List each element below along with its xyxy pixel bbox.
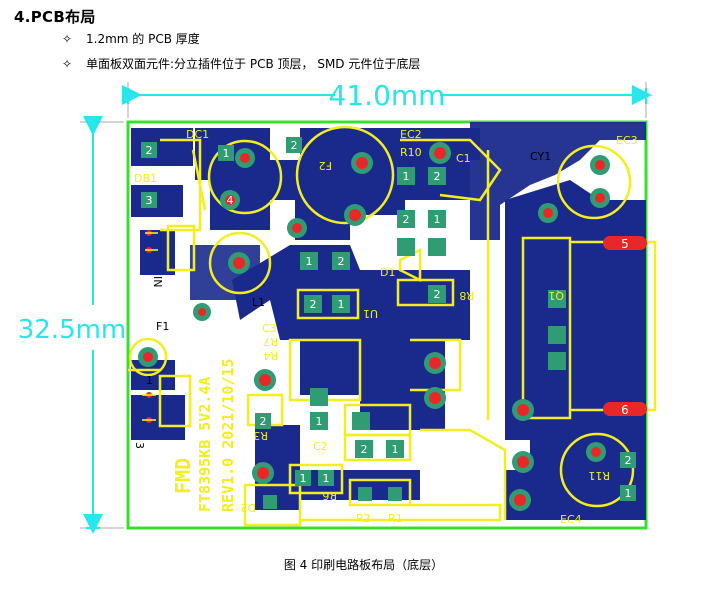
board-revision-text: FMD FT8395KB 5V2.4A REV1.0 2021/10/15: [171, 358, 237, 512]
output-pad-5-label: 5: [621, 237, 629, 251]
designator-r7: R7: [263, 335, 278, 348]
board-brand: FMD: [171, 458, 195, 494]
pad-number: 2: [291, 139, 298, 152]
board-date: REV1.0 2021/10/15: [219, 358, 237, 512]
pad-number: 1: [306, 255, 313, 268]
width-dimension-arrows: [122, 85, 652, 105]
designator-d1: D1: [380, 266, 395, 279]
pad-number: 2: [361, 443, 368, 456]
pad-number: 2: [310, 298, 317, 311]
designator-cy1: CY1: [530, 150, 551, 163]
pad-number: 1: [625, 487, 632, 500]
bullet-text: 1.2mm 的 PCB 厚度: [86, 32, 200, 46]
designator-c3: C3: [262, 322, 277, 335]
designator-db1: DB1: [134, 172, 157, 185]
height-dimension-label: 32.5mm: [18, 315, 127, 345]
designator-f1: F1: [156, 320, 169, 333]
pad-number: 4: [227, 194, 234, 207]
designator-1: 1: [146, 374, 153, 387]
pad-number: 1: [338, 298, 345, 311]
output-pad-6-label: 6: [621, 403, 629, 417]
designator-c1: C1: [456, 152, 471, 165]
pad-number: 1: [300, 472, 307, 485]
designator-r3: R3: [253, 429, 268, 442]
section-heading: 4.PCB布局: [14, 8, 96, 26]
designator-f2: F2: [319, 159, 332, 172]
pad-number: 2: [625, 454, 632, 467]
designator-r1: R1: [388, 512, 403, 525]
pads: [138, 137, 636, 511]
designator-r8: R8: [459, 289, 474, 302]
bullet-item: ✧ 1.2mm 的 PCB 厚度: [62, 30, 200, 47]
pad-number: 2: [403, 213, 410, 226]
board-model: FT8395KB 5V2.4A: [196, 377, 214, 512]
pad-number: 2: [434, 288, 441, 301]
pad-number: 2: [146, 144, 153, 157]
designator-r2: R2: [356, 512, 371, 525]
diamond-bullet-icon: ✧: [62, 32, 73, 46]
pad-number: 3: [146, 194, 153, 207]
designator-r11: R11: [588, 469, 610, 482]
designator-dc1: DC1: [186, 128, 209, 141]
bullet-item: ✧ 单面板双面元件:分立插件位于 PCB 顶层， SMD 元件位于底层: [62, 55, 420, 72]
designator-l1: L1: [252, 296, 265, 309]
width-dimension-label: 41.0mm: [329, 79, 446, 112]
height-dimension-arrows: [83, 116, 103, 534]
diamond-bullet-icon: ✧: [62, 57, 73, 71]
designator-3: 3: [133, 442, 146, 449]
designator-r4: R4: [263, 349, 278, 362]
designator-ec4: EC4: [560, 513, 582, 526]
designator-in: IN: [151, 276, 164, 287]
bullet-text: 单面板双面元件:分立插件位于 PCB 顶层， SMD 元件位于底层: [86, 57, 421, 71]
output-pads: 5 6: [603, 236, 647, 417]
pad-number-labels: 2 3 1 4 2 1 2 2 1 1 2 2 1 2 1 2 1 2 1 2 …: [146, 139, 632, 500]
pad-number: 2: [338, 255, 345, 268]
designator-q1: Q1: [548, 289, 564, 302]
designator-u1: U1: [363, 307, 378, 320]
designator-labels: DC1 DB1 F2 EC2 R10 C1 CY1 EC3 L1 D1 R8 U…: [133, 128, 638, 526]
pad-number: 1: [392, 443, 399, 456]
figure-caption: 图 4 印刷电路板布局（底层）: [283, 558, 444, 572]
designator-ec2: EC2: [400, 128, 422, 141]
pad-number: 1: [223, 147, 230, 160]
pad-number: 1: [316, 415, 323, 428]
designator-d2: D2: [241, 501, 256, 514]
designator-r10: R10: [400, 146, 422, 159]
pad-number: 1: [323, 472, 330, 485]
designator-c2: C2: [313, 440, 328, 453]
pad-number: 1: [403, 170, 410, 183]
pad-number: 1: [434, 213, 441, 226]
pad-number: 2: [434, 170, 441, 183]
pad-number: 2: [260, 415, 267, 428]
designator-r6: R6: [322, 489, 337, 502]
designator-ec3: EC3: [616, 134, 638, 147]
